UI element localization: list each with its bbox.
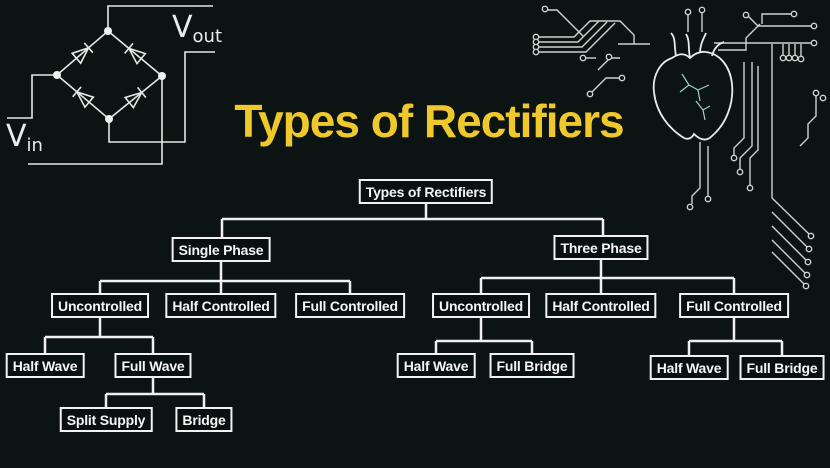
v-out-subscript: out — [192, 26, 223, 47]
heart-icon — [652, 32, 734, 141]
tree-node-sp-full-wave: Full Wave — [114, 353, 192, 378]
tree-node-bridge: Bridge — [175, 407, 233, 432]
v-in-label: Vin — [6, 122, 43, 155]
bridge-rectifier-diagram — [7, 5, 215, 165]
tree-node-sp-half-wave: Half Wave — [5, 353, 85, 378]
tree-node-split-supply: Split Supply — [59, 407, 153, 432]
tree-node-sp-uncontrolled: Uncontrolled — [51, 293, 149, 318]
tree-node-tp-unc-full-bridge: Full Bridge — [489, 353, 575, 378]
v-out-label: Vout — [172, 13, 222, 46]
tree-node-tp-fc-full-bridge: Full Bridge — [739, 355, 825, 380]
tree-node-three-phase: Three Phase — [553, 235, 649, 260]
tree-node-sp-full-controlled: Full Controlled — [295, 293, 405, 318]
tree-node-root: Types of Rectifiers — [358, 179, 494, 204]
tree-connectors — [43, 203, 784, 408]
tree-node-tp-unc-half-wave: Half Wave — [396, 353, 476, 378]
tree-node-tp-uncontrolled: Uncontrolled — [432, 293, 530, 318]
tree-node-tp-half-controlled: Half Controlled — [545, 293, 657, 318]
v-out-symbol: V — [172, 10, 193, 45]
circuit-heart-traces — [539, 9, 817, 285]
tree-node-single-phase: Single Phase — [171, 237, 271, 262]
circuit-heart-pads — [532, 5, 827, 290]
v-in-symbol: V — [6, 119, 27, 154]
circuit-node-dots — [53, 27, 166, 123]
tree-node-tp-full-controlled: Full Controlled — [679, 293, 789, 318]
heart-veins — [679, 73, 711, 121]
v-in-subscript: in — [26, 135, 43, 156]
tree-node-sp-half-controlled: Half Controlled — [165, 293, 277, 318]
tree-node-tp-fc-half-wave: Half Wave — [649, 355, 729, 380]
page-title: Types of Rectifiers — [234, 95, 624, 147]
